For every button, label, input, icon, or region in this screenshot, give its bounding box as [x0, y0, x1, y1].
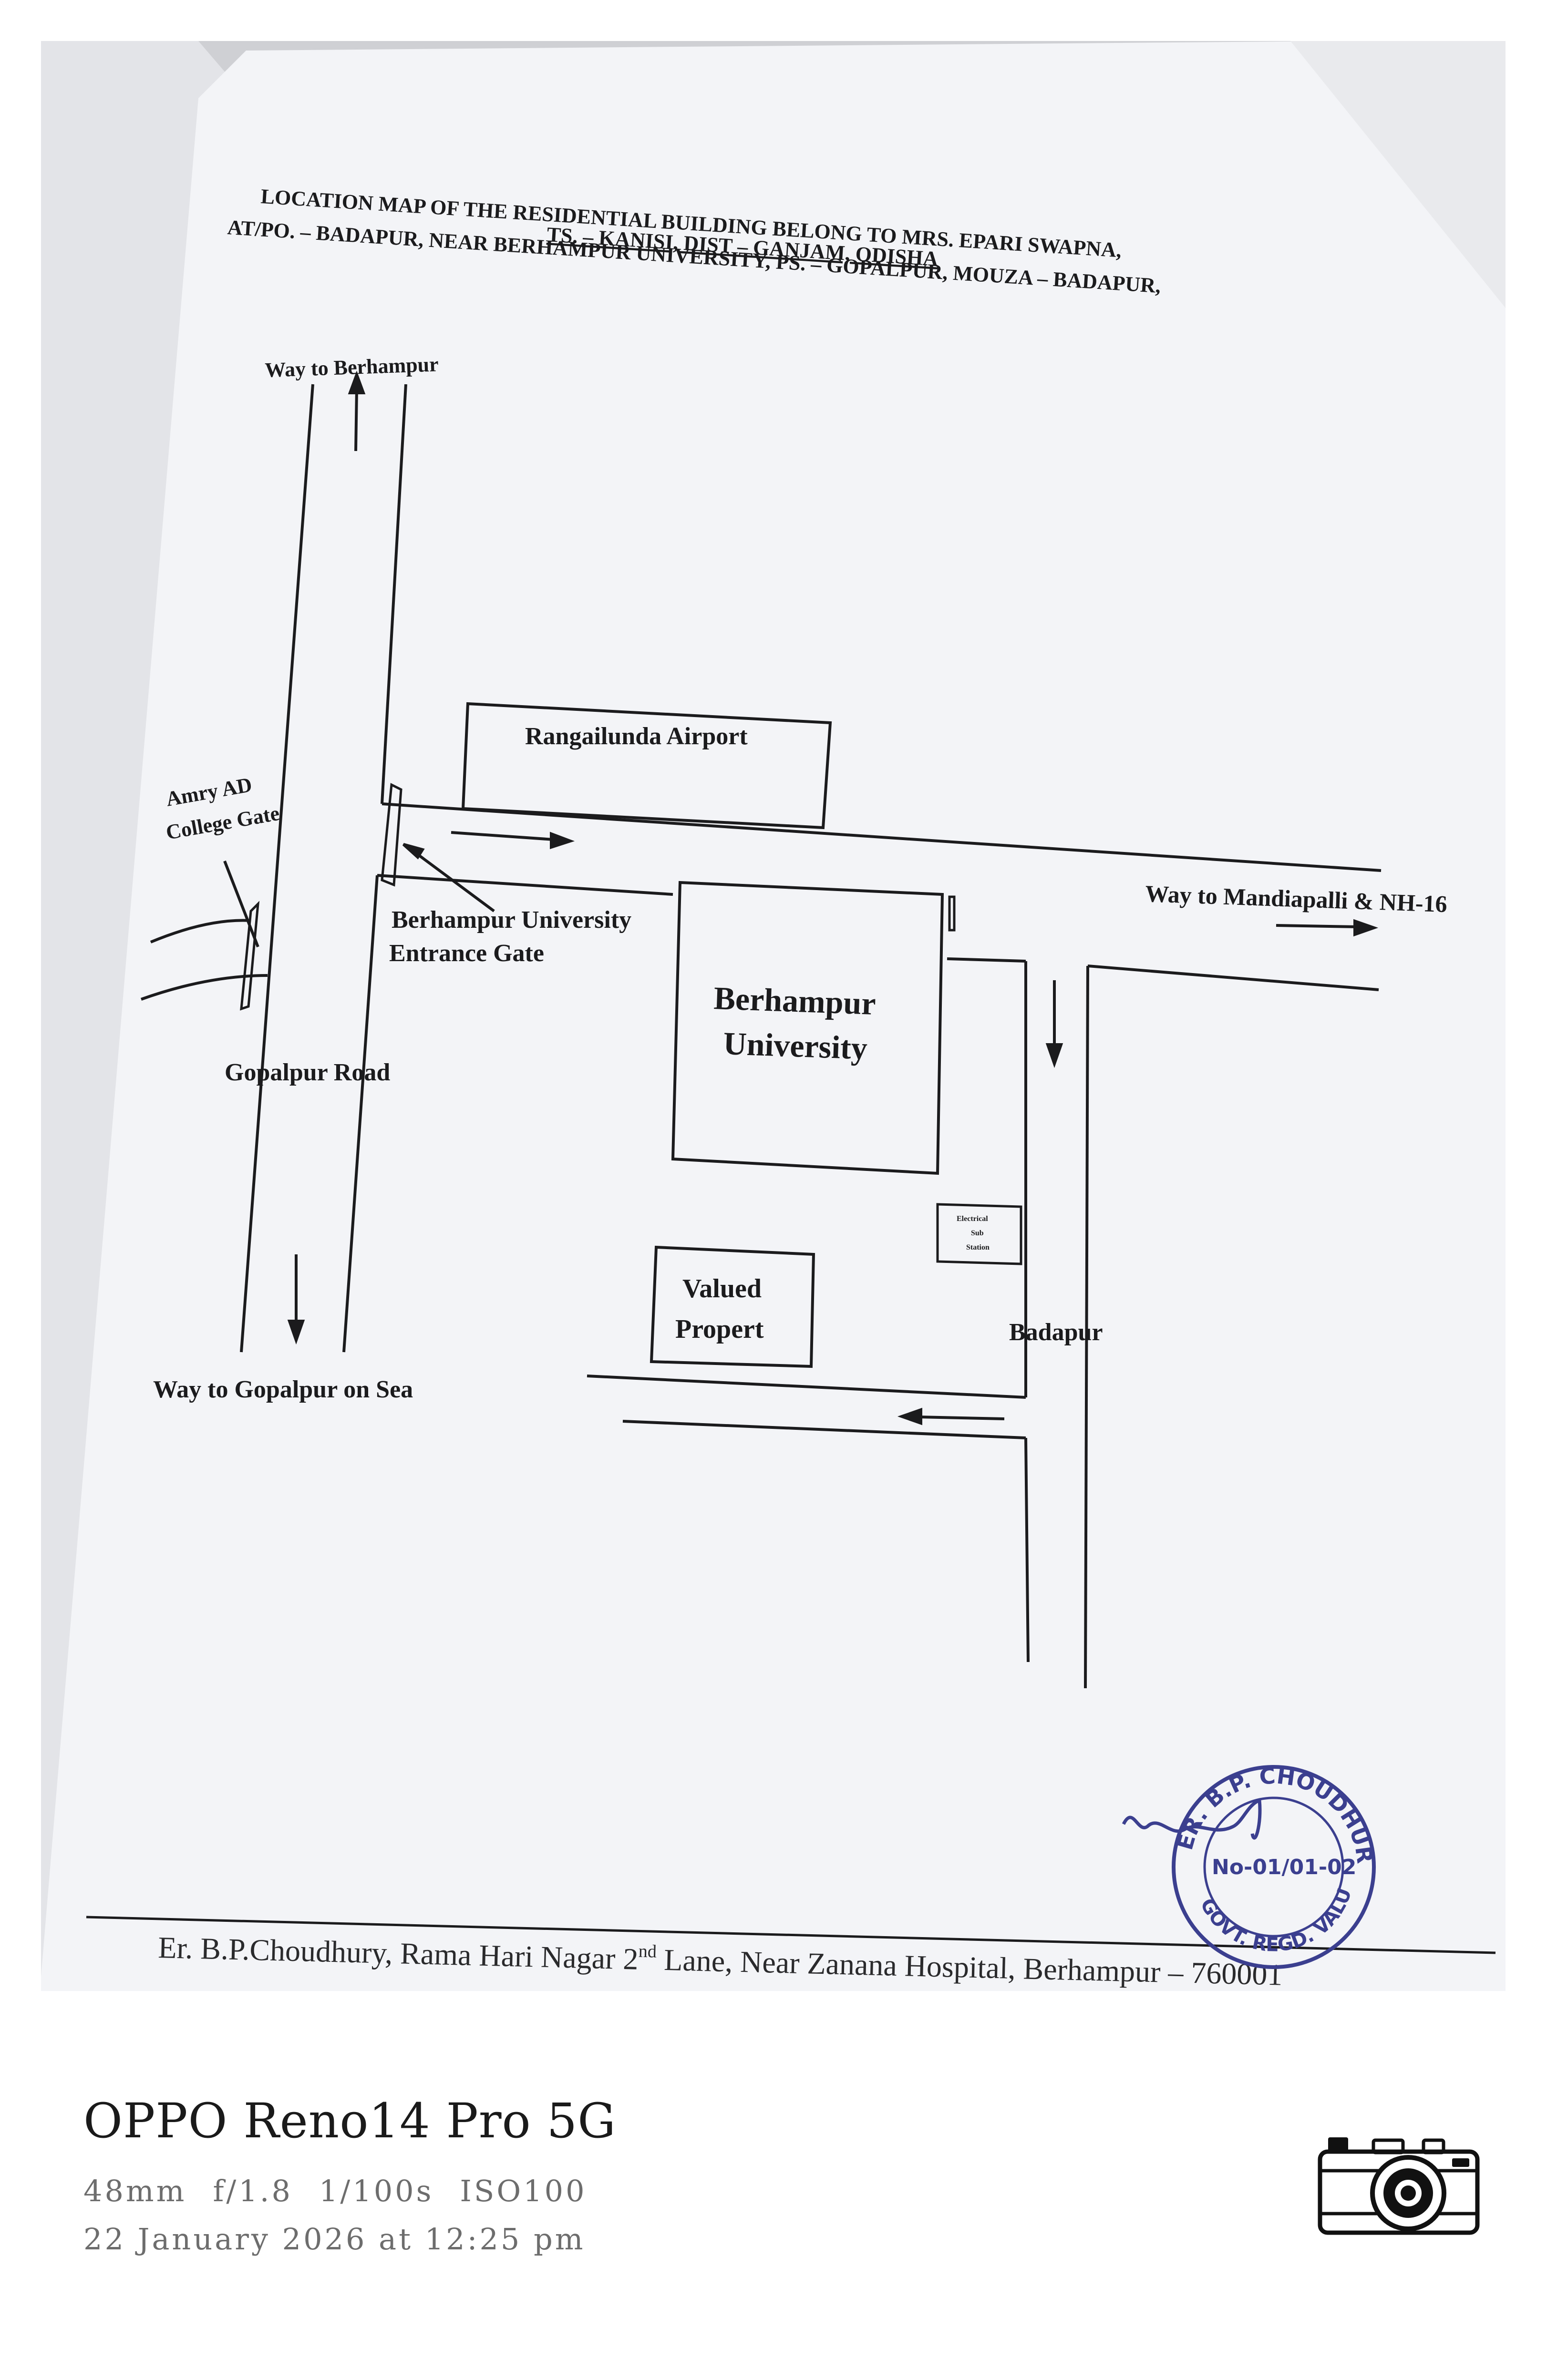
- paper-sheet: [41, 41, 1506, 1991]
- west-road-right-edge-upper: [381, 384, 407, 804]
- label-valued-1: Valued: [682, 1274, 762, 1303]
- label-university-1: Berhampur: [713, 980, 876, 1022]
- direction-arrows: [223, 370, 1379, 1426]
- arrow-gopalpur-head: [287, 1320, 305, 1345]
- device-name: OPPO Reno14 Pro 5G: [83, 2093, 617, 2149]
- stamp-inner-ring: [1203, 1796, 1344, 1938]
- page-corner: [1290, 41, 1506, 308]
- label-substation-2: Sub: [971, 1229, 984, 1237]
- footer-rule: [86, 1916, 1496, 1954]
- university-box: [671, 881, 944, 1175]
- college-gate-marker: [240, 901, 260, 1011]
- label-way-gopalpur: Way to Gopalpur on Sea: [153, 1376, 413, 1403]
- arrow-north-head: [348, 370, 366, 394]
- pointer-entrance-shaft: [410, 848, 495, 913]
- stamp-outer-ring: [1172, 1765, 1376, 1969]
- arrow-east-head: [550, 831, 575, 850]
- south-road-lower-west-edge: [1024, 1437, 1030, 1662]
- south-street-north-edge: [587, 1375, 1026, 1399]
- arrow-north-shaft: [354, 389, 358, 451]
- side-gate-marker: [948, 895, 956, 932]
- capture-datetime: 22 January 2026 at 12:25 pm: [83, 2222, 586, 2257]
- main-road-south-edge-b: [947, 957, 1026, 963]
- stamp-number: No-01/01-02: [1212, 1855, 1356, 1879]
- university-entrance-gate-marker: [381, 783, 402, 887]
- location-map-photo: LOCATION MAP OF THE RESIDENTIAL BUILDING…: [41, 41, 1506, 1991]
- arrow-west-shaft: [918, 1416, 1005, 1420]
- pointer-entrance-head: [402, 843, 425, 860]
- photo: LOCATION MAP OF THE RESIDENTIAL BUILDING…: [41, 41, 1506, 1991]
- substation-box: [936, 1203, 1022, 1265]
- arrow-south-head: [1045, 1043, 1063, 1068]
- arrow-east-shaft: [451, 831, 554, 841]
- label-substation-1: Electrical: [957, 1215, 988, 1223]
- iso: ISO100: [460, 2174, 587, 2208]
- photo-caption: OPPO Reno14 Pro 5G 48mm f/1.8 1/100s ISO100…: [83, 2093, 616, 2257]
- south-road-east-edge: [1084, 965, 1089, 1689]
- main-road-north-edge: [382, 802, 1382, 872]
- label-entrance-1: Berhampur University: [392, 906, 631, 934]
- exif-info: 48mm f/1.8 1/100s ISO100: [83, 2174, 616, 2208]
- focal-length: 48mm: [83, 2174, 187, 2208]
- south-street-south-edge: [622, 1420, 1026, 1439]
- west-road-right-edge-lower: [342, 875, 379, 1353]
- arrow-mandiapalli-shaft: [1276, 924, 1358, 928]
- main-road-south-edge-c: [1087, 964, 1379, 991]
- signature: [1122, 1798, 1262, 1840]
- label-badapur: Badapur: [1009, 1319, 1103, 1346]
- shutter-speed: 1/100s: [319, 2174, 434, 2208]
- arrow-west-head: [897, 1407, 922, 1426]
- label-entrance-2: Entrance Gate: [389, 940, 544, 967]
- west-road-left-edge: [240, 384, 314, 1353]
- label-university-2: University: [722, 1025, 868, 1067]
- camera-icon: [1318, 2137, 1480, 2235]
- airport-box: [461, 702, 832, 830]
- label-gopalpur-road: Gopalpur Road: [225, 1059, 390, 1086]
- side-road-upper: [150, 919, 251, 944]
- aperture: f/1.8: [213, 2174, 293, 2208]
- arrow-mandiapalli-head: [1353, 919, 1379, 937]
- valued-property-box: [650, 1245, 815, 1368]
- label-valued-2: Propert: [675, 1314, 764, 1344]
- main-road-south-edge-a: [377, 874, 673, 896]
- label-substation-3: Station: [966, 1243, 990, 1252]
- pointer-college-shaft: [223, 860, 259, 948]
- label-airport: Rangailunda Airport: [525, 723, 748, 750]
- roads: [140, 384, 1382, 1689]
